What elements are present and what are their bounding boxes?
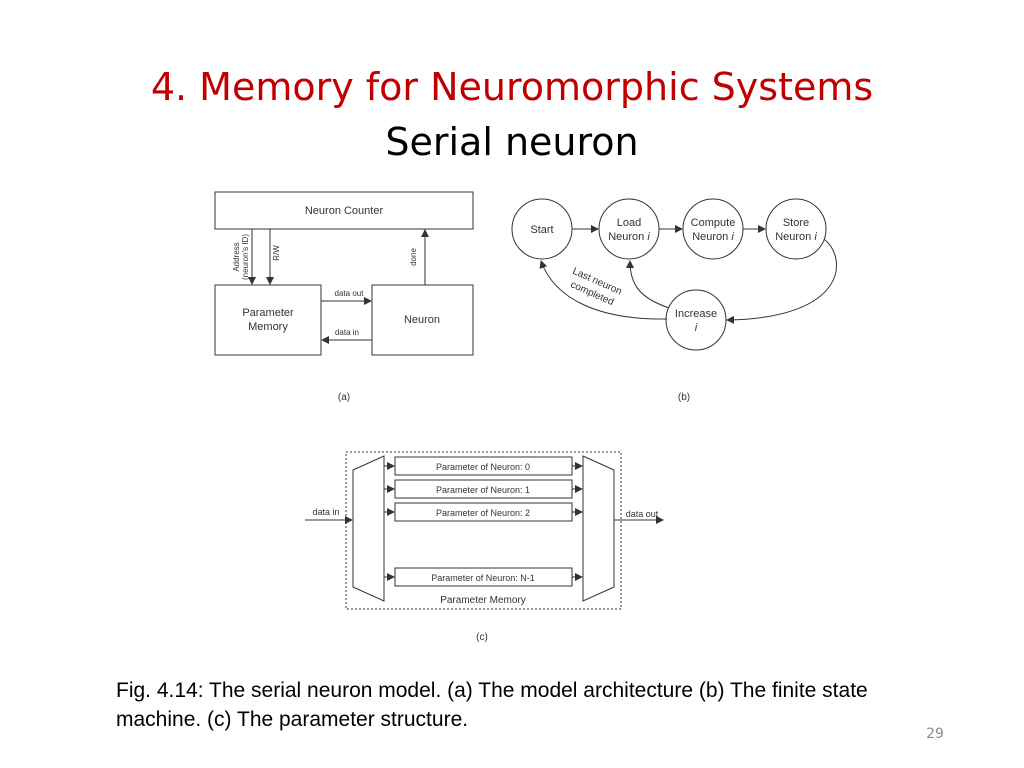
parameter-memory-box: [214, 284, 322, 356]
parameter-memory-label-1: Parameter: [242, 307, 294, 319]
address-label-1: Address: [232, 242, 241, 271]
neuron-box: [371, 284, 474, 356]
state-store-label-2-text: Neuron: [775, 231, 811, 243]
param-row-n-label: Parameter of Neuron: N-1: [431, 573, 535, 583]
state-compute: [682, 198, 744, 260]
neuron-counter-label: Neuron Counter: [305, 205, 384, 217]
parameter-memory-label-2: Memory: [248, 321, 288, 333]
param-row-0-label: Parameter of Neuron: 0: [436, 462, 530, 472]
state-start-label: Start: [530, 224, 553, 236]
output-mux: [582, 455, 615, 602]
rw-label: R/W: [272, 245, 281, 261]
state-load-label-1: Load: [617, 217, 641, 229]
diagram-b: Start Load Neuron i Compute Neuron i Sto…: [511, 198, 837, 403]
edge-store-increase: [726, 238, 837, 324]
state-store: [765, 198, 827, 260]
input-demux: [352, 455, 385, 602]
state-increase: [665, 289, 727, 351]
diagram-a: Neuron Counter Parameter Memory Neuron A…: [214, 191, 474, 403]
done-label: done: [409, 248, 418, 266]
figure-caption: Fig. 4.14: The serial neuron model. (a) …: [116, 679, 868, 731]
state-load-label-2: Neuron i: [608, 231, 650, 243]
state-load: [598, 198, 660, 260]
state-load-label-2-text: Neuron: [608, 231, 644, 243]
edge-increase-start: [539, 260, 668, 320]
state-load-var: i: [647, 231, 650, 243]
state-increase-label-2: i: [695, 322, 698, 334]
state-store-var: i: [814, 231, 817, 243]
state-compute-label-1: Compute: [691, 217, 736, 229]
neuron-counter-box: [214, 191, 474, 230]
parameter-memory-frame: [345, 451, 622, 610]
data-out-label: data out: [335, 289, 365, 298]
slide-subtitle: Serial neuron: [385, 120, 639, 164]
diagram-c: Parameter of Neuron: 0 Parameter of Neur…: [305, 451, 664, 643]
state-compute-var: i: [731, 231, 734, 243]
slide-title: 4. Memory for Neuromorphic Systems: [150, 65, 874, 109]
data-out-c-label: data out: [626, 509, 659, 519]
parameter-memory-caption: Parameter Memory: [440, 595, 526, 606]
edge-increase-load: [626, 260, 670, 309]
state-increase-label-1: Increase: [675, 308, 717, 320]
diagram-c-label: (c): [476, 632, 488, 643]
state-compute-label-2-text: Neuron: [692, 231, 728, 243]
state-compute-label-2: Neuron i: [692, 231, 734, 243]
diagram-a-label: (a): [338, 392, 350, 403]
param-row-1-label: Parameter of Neuron: 1: [436, 485, 530, 495]
diagram-b-label: (b): [678, 392, 690, 403]
state-store-label-1: Store: [783, 217, 809, 229]
data-in-label: data in: [335, 328, 359, 337]
param-row-2-label: Parameter of Neuron: 2: [436, 508, 530, 518]
address-label-2: (neuron's ID): [241, 234, 250, 280]
neuron-label: Neuron: [404, 314, 440, 326]
state-store-label-2: Neuron i: [775, 231, 817, 243]
data-in-c-label: data in: [312, 507, 339, 517]
page-number: 29: [926, 726, 944, 742]
